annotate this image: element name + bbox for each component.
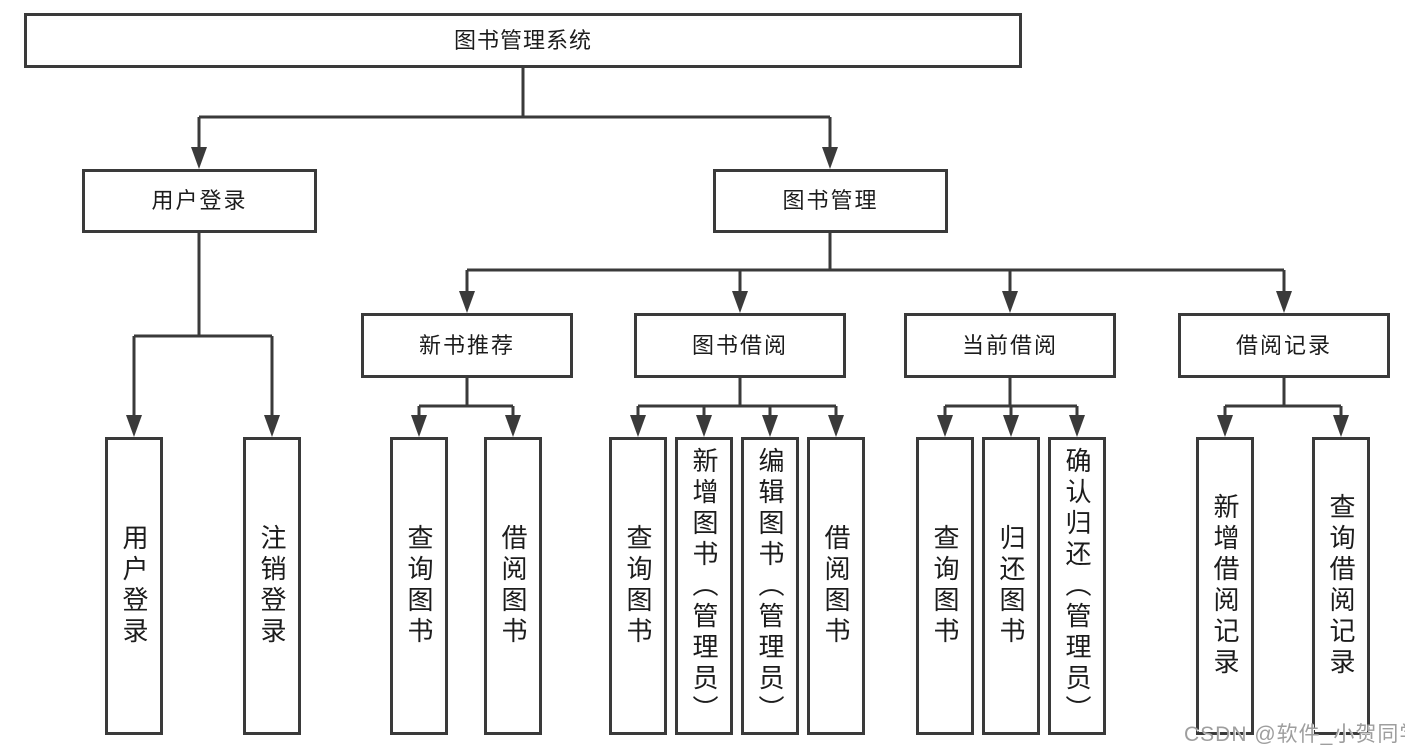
leaf-borrow-books: 借阅图书 (484, 437, 542, 735)
leaf-label: 确认归还（管理员） (1062, 446, 1092, 726)
watermark: CSDN @软件_小贺同学 (1184, 723, 1405, 746)
leaf-return-books: 归还图书 (982, 437, 1040, 735)
leaf-logout: 注销登录 (243, 437, 301, 735)
node-current-borrowing: 当前借阅 (904, 313, 1116, 378)
node-user-login: 用户登录 (82, 169, 317, 233)
leaf-label: 注销登录 (257, 524, 287, 648)
leaf-add-books-admin: 新增图书（管理员） (675, 437, 733, 735)
leaf-confirm-return-admin: 确认归还（管理员） (1048, 437, 1106, 735)
node-label: 新书推荐 (418, 332, 515, 358)
leaf-add-borrow-record: 新增借阅记录 (1196, 437, 1254, 735)
leaf-label: 查询借阅记录 (1326, 493, 1356, 679)
node-label: 借阅记录 (1235, 332, 1332, 358)
node-book-management: 图书管理 (713, 169, 948, 233)
leaf-label: 用户登录 (119, 524, 149, 648)
leaf-query-books: 查询图书 (609, 437, 667, 735)
leaf-label: 查询图书 (930, 524, 960, 648)
leaf-edit-books-admin: 编辑图书（管理员） (741, 437, 799, 735)
node-label: 用户登录 (151, 188, 248, 213)
leaf-label: 借阅图书 (821, 524, 851, 648)
leaf-label: 归还图书 (996, 524, 1026, 648)
leaf-query-books: 查询图书 (390, 437, 448, 735)
connector-paths (132, 68, 1343, 420)
node-borrowing-records: 借阅记录 (1178, 313, 1390, 378)
leaf-label: 查询图书 (404, 524, 434, 648)
leaf-user-login: 用户登录 (105, 437, 163, 735)
leaf-borrow-books: 借阅图书 (807, 437, 865, 735)
leaf-label: 新增图书（管理员） (689, 446, 719, 726)
node-label: 当前借阅 (961, 332, 1058, 358)
arrowhead-icons (126, 147, 1349, 437)
leaf-label: 借阅图书 (498, 524, 528, 648)
leaf-label: 查询图书 (623, 524, 653, 648)
node-library-management-system: 图书管理系统 (24, 13, 1022, 68)
node-label: 图书管理系统 (453, 27, 592, 53)
node-new-book-recommendation: 新书推荐 (361, 313, 573, 378)
leaf-query-borrow-record: 查询借阅记录 (1312, 437, 1370, 735)
leaf-label: 新增借阅记录 (1210, 493, 1240, 679)
leaf-query-books: 查询图书 (916, 437, 974, 735)
node-book-borrowing: 图书借阅 (634, 313, 846, 378)
node-label: 图书管理 (782, 188, 879, 213)
leaf-label: 编辑图书（管理员） (755, 446, 785, 726)
node-label: 图书借阅 (691, 332, 788, 358)
